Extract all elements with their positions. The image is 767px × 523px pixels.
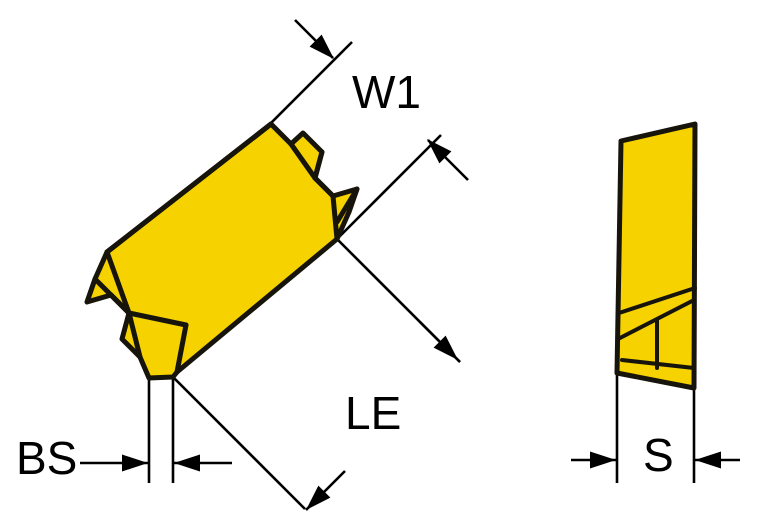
le-dimension-tick-lower bbox=[305, 470, 346, 511]
insert-right-corner-facet-5 bbox=[334, 186, 360, 225]
insert-top-chamfer-edge bbox=[104, 121, 274, 255]
s-arrow-right bbox=[695, 451, 721, 469]
w1-extension-line-right bbox=[336, 134, 442, 240]
insert-left-corner-facet-5 bbox=[126, 310, 189, 328]
insert-left-corner-facet-4 bbox=[108, 292, 132, 316]
le-extension-line-lower bbox=[172, 376, 306, 510]
side-view-facet-diagonal-1 bbox=[617, 286, 697, 315]
le-label: LE bbox=[345, 387, 401, 439]
insert-left-corner-facet-6 bbox=[174, 322, 189, 375]
s-arrow-left bbox=[590, 451, 616, 469]
insert-top-view: W1 LE bbox=[16, 19, 469, 517]
insert-side-view: S bbox=[571, 121, 740, 483]
insert-left-corner-facet-2 bbox=[126, 310, 143, 360]
insert-side-view-body bbox=[614, 121, 698, 391]
insert-right-corner-facet-2 bbox=[312, 175, 336, 199]
side-view-facet-bottom bbox=[620, 358, 696, 370]
bs-arrow-left bbox=[122, 454, 148, 472]
insert-left-corner-facet-1 bbox=[104, 249, 132, 316]
insert-right-corner-facet-4 bbox=[330, 193, 340, 242]
le-dimension-tick-upper bbox=[419, 321, 461, 363]
bs-arrow-right bbox=[174, 454, 200, 472]
insert-right-corner-facet-3 bbox=[312, 149, 325, 181]
bs-label: BS bbox=[16, 432, 77, 484]
s-label: S bbox=[643, 429, 674, 481]
w1-label: W1 bbox=[352, 66, 421, 118]
insert-right-corner-facet-1 bbox=[288, 141, 318, 181]
